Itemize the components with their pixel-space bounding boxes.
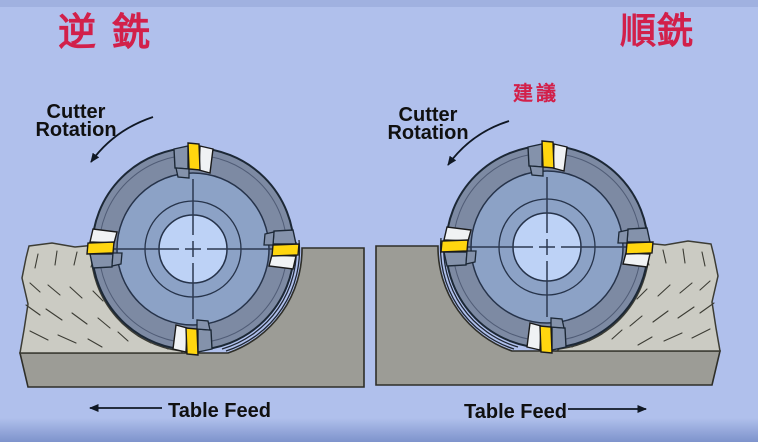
title-climb-milling: 順銑	[620, 10, 695, 52]
diagram-climb-milling	[375, 120, 721, 413]
cutter-rotation-label-right: Cutter Rotation	[382, 104, 474, 144]
bottom-edge-shade	[0, 418, 758, 442]
cutter-rotation-line1: Cutter	[398, 104, 458, 126]
top-edge-shade	[0, 0, 758, 7]
rotation-arrow-right	[447, 120, 510, 166]
cutter-rotation-line2: Rotation	[387, 122, 469, 144]
recommendation-badge: 建議	[513, 83, 559, 105]
title-conventional-milling: 逆銑	[58, 9, 167, 54]
rotation-arrow-left	[90, 116, 154, 163]
diagram-conventional-milling	[19, 116, 365, 412]
table-feed-label-right: Table Feed	[464, 401, 567, 423]
cutter-rotation-label-left: Cutter Rotation	[30, 101, 122, 141]
table-feed-label-left: Table Feed	[168, 400, 271, 422]
cutter-rotation-line2: Rotation	[35, 119, 117, 141]
cutter-rotation-line1: Cutter	[46, 101, 106, 123]
